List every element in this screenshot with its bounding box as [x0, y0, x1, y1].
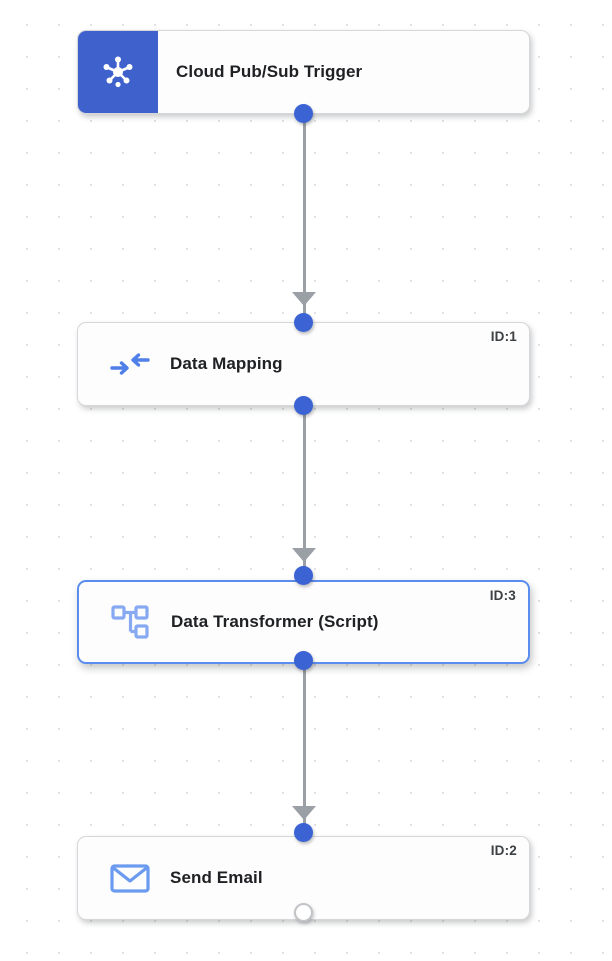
node-send-email[interactable]: ID:2 Send Email: [77, 836, 530, 920]
port-input-data-mapping[interactable]: [294, 313, 313, 332]
edge-arrow-trigger-to-mapping: [292, 292, 316, 306]
node-id-badge: ID:1: [490, 329, 517, 344]
envelope-icon: [90, 861, 170, 895]
port-output-data-transformer[interactable]: [294, 651, 313, 670]
port-output-data-mapping[interactable]: [294, 396, 313, 415]
edge-arrow-transformer-to-email: [292, 806, 316, 820]
edge-trigger-to-mapping[interactable]: [303, 118, 306, 316]
port-input-data-transformer[interactable]: [294, 566, 313, 585]
node-label: Cloud Pub/Sub Trigger: [176, 62, 363, 81]
port-output-send-email[interactable]: [294, 903, 313, 922]
node-label: Data Transformer (Script): [171, 612, 379, 631]
node-id-badge: ID:3: [489, 588, 516, 603]
node-id-badge: ID:2: [490, 843, 517, 858]
port-input-send-email[interactable]: [294, 823, 313, 842]
node-label: Data Mapping: [170, 354, 283, 373]
edge-transformer-to-email[interactable]: [303, 660, 306, 832]
sitemap-hierarchy-icon: [91, 602, 171, 642]
node-cloud-pubsub-trigger[interactable]: Cloud Pub/Sub Trigger: [77, 30, 530, 114]
port-output-cloud-pubsub-trigger[interactable]: [294, 104, 313, 123]
edge-arrow-mapping-to-transformer: [292, 548, 316, 562]
node-label: Send Email: [170, 868, 263, 887]
node-data-mapping[interactable]: ID:1 Data Mapping: [77, 322, 530, 406]
merge-arrows-icon: [90, 349, 170, 379]
edge-mapping-to-transformer[interactable]: [303, 404, 306, 574]
pubsub-hub-icon: [78, 31, 158, 113]
